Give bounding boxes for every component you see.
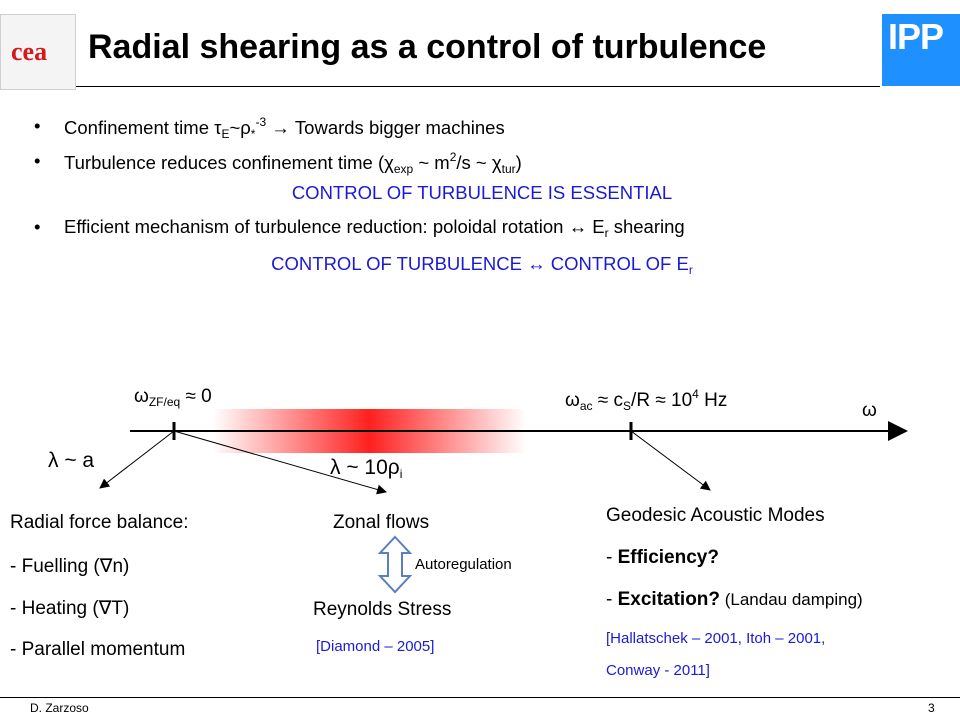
chi-tur-subscript: tur [501, 162, 516, 176]
m-superscript: 2 [449, 150, 457, 164]
bullet3-rest: shearing [608, 216, 685, 237]
omega-ac-label: ωac ≈ cS/R ≈ 104 Hz [565, 387, 727, 413]
fuelling-post: n) [112, 556, 130, 577]
cea-logo-text: cea [11, 37, 48, 66]
er-subscript: r [604, 226, 609, 240]
zonal-flows-label: Zonal flows [333, 512, 430, 533]
omega-zf-value: ≈ 0 [180, 386, 212, 407]
rho-symbol: ρ [240, 117, 251, 138]
autoregulation-label: Autoregulation [415, 556, 512, 573]
control-essential-text: CONTROL OF TURBULENCE IS ESSENTIAL [291, 182, 673, 203]
nabla-symbol: ∇ [99, 556, 113, 577]
omega-symbol: ω [565, 390, 580, 411]
heating-text: - Heating ( [10, 598, 99, 619]
cea-logo: cea [0, 14, 76, 90]
tau-symbol: τ [214, 117, 222, 138]
chi-symbol: χ [384, 152, 394, 173]
i-subscript: i [399, 467, 403, 481]
bullet-turbulence: • Turbulence reduces confinement time (χ… [34, 150, 522, 176]
tilde: ~ [229, 117, 241, 138]
lambda-10rho-label: λ ~ 10ρi [330, 456, 402, 481]
arrow-to-gam [630, 430, 711, 491]
power-superscript: 4 [692, 387, 699, 401]
fuelling-item: - Fuelling (∇n) [10, 555, 129, 578]
omega-zf-label: ωZF/eq ≈ 0 [134, 386, 212, 409]
efficiency-text: Efficiency? [617, 547, 719, 568]
gam-title: Geodesic Acoustic Modes [606, 505, 825, 526]
chi-symbol: χ [491, 152, 502, 173]
footer-rule [0, 697, 960, 698]
heating-item: - Heating (∇T) [10, 597, 129, 620]
ipp-logo: IPP [882, 14, 960, 86]
rho-subscript: * [250, 127, 256, 141]
bullet2-text-3: /s ~ [456, 152, 492, 173]
zf-subscript: ZF/eq [148, 395, 181, 409]
fuelling-text: - Fuelling ( [10, 556, 100, 577]
excitation-item: - Excitation? (Landau damping) [606, 589, 863, 611]
hallatschek-reference: [Hallatschek – 2001, Itoh – 2001, [606, 630, 826, 647]
lambda-text: λ ~ 10 [330, 456, 388, 479]
autoregulation-double-arrow [377, 535, 413, 594]
hz-unit: Hz [698, 390, 728, 411]
bullet2-text-2: ~ m [413, 152, 450, 173]
omega-axis-label: ω [862, 400, 877, 421]
bullet1-text: Confinement time [64, 117, 215, 138]
rho-symbol: ρ [387, 456, 400, 479]
conway-reference: Conway - 2011] [606, 662, 710, 679]
omega-ac-rest: /R ≈ 10 [631, 390, 693, 411]
bullet-confinement: • Confinement time τE~ρ*-3 → Towards big… [34, 115, 505, 141]
bullet-mechanism: • Efficient mechanism of turbulence redu… [34, 216, 685, 240]
control-er-text: CONTROL OF TURBULENCE ↔ CONTROL OF Er [271, 253, 693, 277]
bullet-dot: • [34, 115, 41, 136]
excitation-text: Excitation? [617, 589, 721, 610]
nabla-symbol: ∇ [98, 598, 112, 619]
slide-title: Radial shearing as a control of turbulen… [88, 28, 767, 66]
bullet1-rest: → Towards bigger machines [266, 117, 505, 138]
ac-subscript: ac [579, 399, 593, 413]
ipp-logo-text: IPP [888, 16, 944, 57]
bullet2-text: Turbulence reduces confinement time ( [64, 152, 385, 173]
omega-symbol: ω [134, 386, 149, 407]
heating-post: T) [111, 598, 130, 619]
chi-exp-subscript: exp [393, 162, 414, 176]
efficiency-item: - Efficiency? [606, 547, 719, 569]
bullet-dot: • [34, 150, 41, 171]
arrow-to-radial-force [99, 430, 175, 489]
bullet2-text-4: ) [515, 152, 522, 173]
landau-damping-text: (Landau damping) [720, 590, 863, 609]
title-rule [76, 86, 880, 87]
control-er-main: CONTROL OF TURBULENCE ↔ CONTROL OF E [271, 253, 689, 274]
page-number: 3 [928, 701, 935, 715]
radial-force-title: Radial force balance: [10, 512, 189, 533]
parallel-momentum-item: - Parallel momentum [10, 639, 186, 660]
omega-ac-mid: ≈ c [592, 390, 624, 411]
tau-subscript: E [221, 127, 230, 141]
dash: - [606, 589, 618, 610]
rho-superscript: -3 [255, 115, 267, 129]
arrow-to-zonal-flows [173, 430, 387, 495]
dash: - [606, 547, 618, 568]
diamond-reference: [Diamond – 2005] [316, 638, 435, 655]
cs-subscript: S [623, 399, 632, 413]
bullet-dot: • [34, 216, 41, 237]
control-er-subscript: r [688, 263, 693, 277]
reynolds-stress-label: Reynolds Stress [313, 599, 452, 620]
footer-author: D. Zarzoso [30, 701, 89, 715]
lambda-a-label: λ ~ a [48, 449, 95, 472]
bullet3-text: Efficient mechanism of turbulence reduct… [64, 216, 605, 237]
